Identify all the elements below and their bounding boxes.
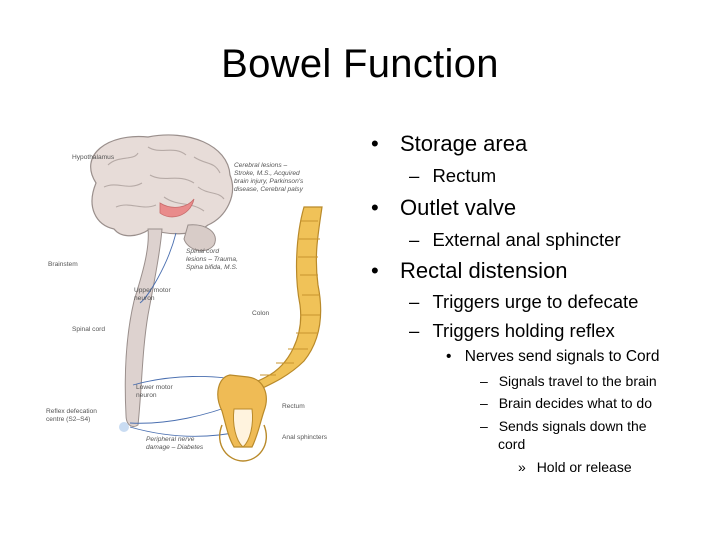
- sub-bullet-text: Nerves send signals to Cord: [464, 348, 660, 365]
- label-peripheral-line2: damage – Diabetes: [146, 444, 204, 451]
- chevron-marker: »: [518, 459, 526, 475]
- dash-marker: –: [409, 229, 420, 250]
- dash-marker: –: [480, 418, 488, 434]
- sub-bullet-text: Brain decides what to do: [498, 395, 653, 411]
- label-lower-motor: Lower motor: [136, 384, 173, 391]
- sub-bullet-text: Rectum: [432, 165, 497, 186]
- sub-bullet-hold-or-release: » Hold or release: [518, 459, 632, 475]
- sub-bullet-nerves: • Nerves send signals to Cord: [446, 348, 659, 366]
- label-lower-motor-line2: neuron: [136, 392, 157, 399]
- sub-bullet-text: Triggers holding reflex: [432, 320, 615, 341]
- label-reflex-line2: centre (S2–S4): [46, 416, 90, 423]
- sub-bullet-text: Sends signals down the: [498, 418, 647, 434]
- dash-marker: –: [409, 165, 420, 186]
- label-cerebral-line2: Stroke, M.S., Acquired: [234, 170, 300, 177]
- label-rectum: Rectum: [282, 403, 305, 410]
- bullet-marker: •: [371, 258, 379, 283]
- sub-bullet-text: Triggers urge to defecate: [432, 291, 639, 312]
- label-anal-sphincters: Anal sphincters: [282, 434, 328, 441]
- bullet-text: Rectal distension: [400, 258, 568, 283]
- sub-bullet-rectum: – Rectum: [409, 165, 496, 187]
- sub-bullet-text: cord: [498, 436, 526, 452]
- label-spinal-line3: Spina bifida, M.S.: [186, 264, 238, 271]
- sub-bullet-text: Hold or release: [536, 459, 632, 475]
- sub-bullet-text: External anal sphincter: [432, 229, 621, 250]
- sub-bullet-holding-reflex: – Triggers holding reflex: [409, 320, 615, 342]
- label-peripheral-nerve: Peripheral nerve: [146, 436, 195, 443]
- dash-marker: –: [409, 291, 420, 312]
- label-brainstem: Brainstem: [48, 261, 78, 268]
- label-spinal-line2: lesions – Trauma,: [186, 256, 238, 263]
- bullet-text: Storage area: [400, 131, 528, 156]
- label-reflex-centre: Reflex defecation: [46, 408, 97, 415]
- sub-bullet-brain-decides: – Brain decides what to do: [480, 395, 652, 411]
- dash-marker: –: [409, 320, 420, 341]
- bullet-marker: •: [446, 348, 452, 365]
- label-upper-motor: Upper motor: [134, 287, 171, 294]
- label-cerebral-lesions: Cerebral lesions –: [234, 162, 287, 169]
- label-spinal-lesions: Spinal cord: [186, 248, 219, 255]
- anatomy-svg: Hypothalamus Cerebral lesions – Stroke, …: [46, 134, 328, 462]
- bullet-text: Outlet valve: [400, 195, 517, 220]
- label-cerebral-line3: brain injury, Parkinson's: [234, 178, 304, 185]
- dash-marker: –: [480, 395, 488, 411]
- sub-bullet-sends-signals-continued: cord: [498, 436, 525, 452]
- label-colon: Colon: [252, 310, 270, 317]
- sub-bullet-travel-brain: – Signals travel to the brain: [480, 373, 657, 389]
- slide-title: Bowel Function: [221, 42, 499, 86]
- sub-bullet-sends-signals: – Sends signals down the: [480, 418, 647, 434]
- sub-bullet-external-anal-sphincter: – External anal sphincter: [409, 229, 621, 251]
- dash-marker: –: [480, 373, 488, 389]
- bullet-marker: •: [371, 195, 379, 220]
- bowel-anatomy-illustration: Hypothalamus Cerebral lesions – Stroke, …: [38, 125, 353, 485]
- label-cerebral-line4: disease, Cerebral palsy: [234, 186, 304, 193]
- label-upper-motor-line2: neuron: [134, 295, 155, 302]
- sub-bullet-text: Signals travel to the brain: [498, 373, 657, 389]
- label-spinal-cord: Spinal cord: [72, 326, 105, 333]
- bullet-marker: •: [371, 131, 379, 156]
- sub-bullet-urge: – Triggers urge to defecate: [409, 291, 638, 313]
- label-hypothalamus: Hypothalamus: [72, 154, 115, 161]
